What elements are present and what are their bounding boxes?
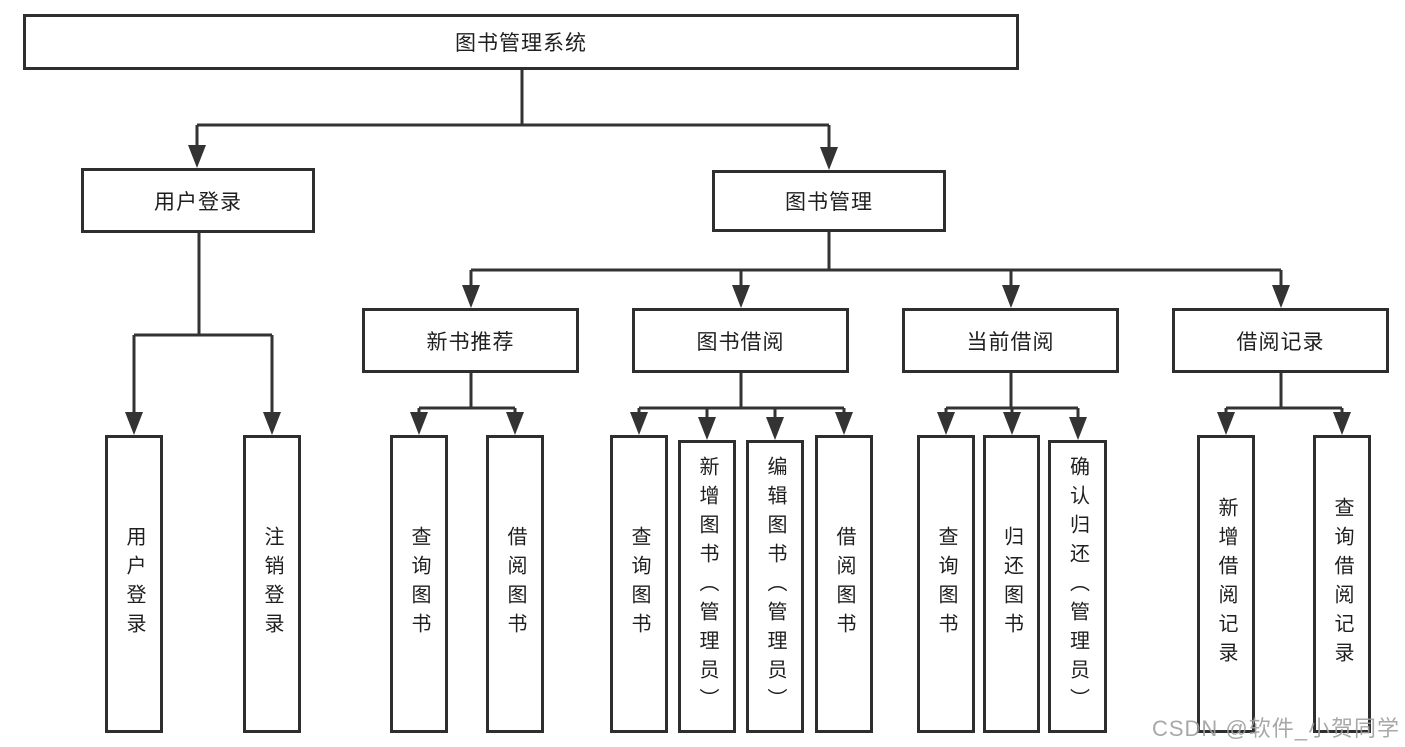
leaf-user-login: 用户登录 [105, 435, 163, 733]
node-user-login: 用户登录 [81, 168, 315, 233]
node-label: 新增借阅记录 [1215, 497, 1237, 671]
leaf-query-books-recommend: 查询图书 [390, 435, 448, 733]
leaf-query-books-borrow: 查询图书 [610, 435, 668, 733]
node-label: 借阅图书 [833, 526, 855, 642]
leaf-borrow-books-recommend: 借阅图书 [486, 435, 544, 733]
node-label: 图书管理系统 [455, 32, 587, 55]
leaf-add-books-admin: 新增图书（管理员） [678, 440, 736, 733]
node-book-borrow: 图书借阅 [632, 308, 849, 373]
node-label: 图书借阅 [696, 330, 785, 354]
node-borrow-record: 借阅记录 [1172, 308, 1389, 373]
leaf-query-books-current: 查询图书 [917, 435, 975, 733]
node-new-book-recommend: 新书推荐 [362, 308, 579, 373]
node-label: 查询图书 [408, 526, 430, 642]
node-label: 图书管理 [785, 191, 873, 214]
leaf-confirm-return-admin: 确认归还（管理员） [1048, 440, 1107, 733]
node-label: 编辑图书（管理员） [764, 456, 786, 717]
csdn-watermark: CSDN @软件_小贺同学 [1151, 716, 1400, 741]
leaf-borrow-books: 借阅图书 [815, 435, 873, 733]
node-label: 用户登录 [123, 526, 145, 642]
node-label: 用户登录 [154, 190, 242, 214]
arrowhead-group [125, 145, 1351, 440]
node-label: 查询借阅记录 [1331, 497, 1353, 671]
leaf-add-borrow-record: 新增借阅记录 [1197, 435, 1255, 733]
leaf-logout: 注销登录 [243, 435, 301, 733]
node-library-system: 图书管理系统 [23, 14, 1019, 70]
node-label: 查询图书 [935, 526, 957, 642]
node-label: 归还图书 [1000, 526, 1023, 642]
node-label: 确认归还（管理员） [1066, 456, 1089, 717]
leaf-edit-books-admin: 编辑图书（管理员） [746, 440, 804, 733]
node-label: 当前借阅 [966, 330, 1055, 354]
node-label: 借阅图书 [504, 526, 526, 642]
node-label: 查询图书 [628, 526, 650, 642]
node-book-management: 图书管理 [712, 170, 946, 232]
node-label: 注销登录 [261, 526, 283, 642]
node-label: 新增图书（管理员） [696, 456, 718, 717]
leaf-return-books: 归还图书 [983, 435, 1040, 733]
leaf-query-borrow-record: 查询借阅记录 [1313, 435, 1371, 733]
node-current-borrow: 当前借阅 [902, 308, 1119, 373]
node-label: 新书推荐 [426, 330, 515, 354]
node-label: 借阅记录 [1236, 330, 1325, 354]
